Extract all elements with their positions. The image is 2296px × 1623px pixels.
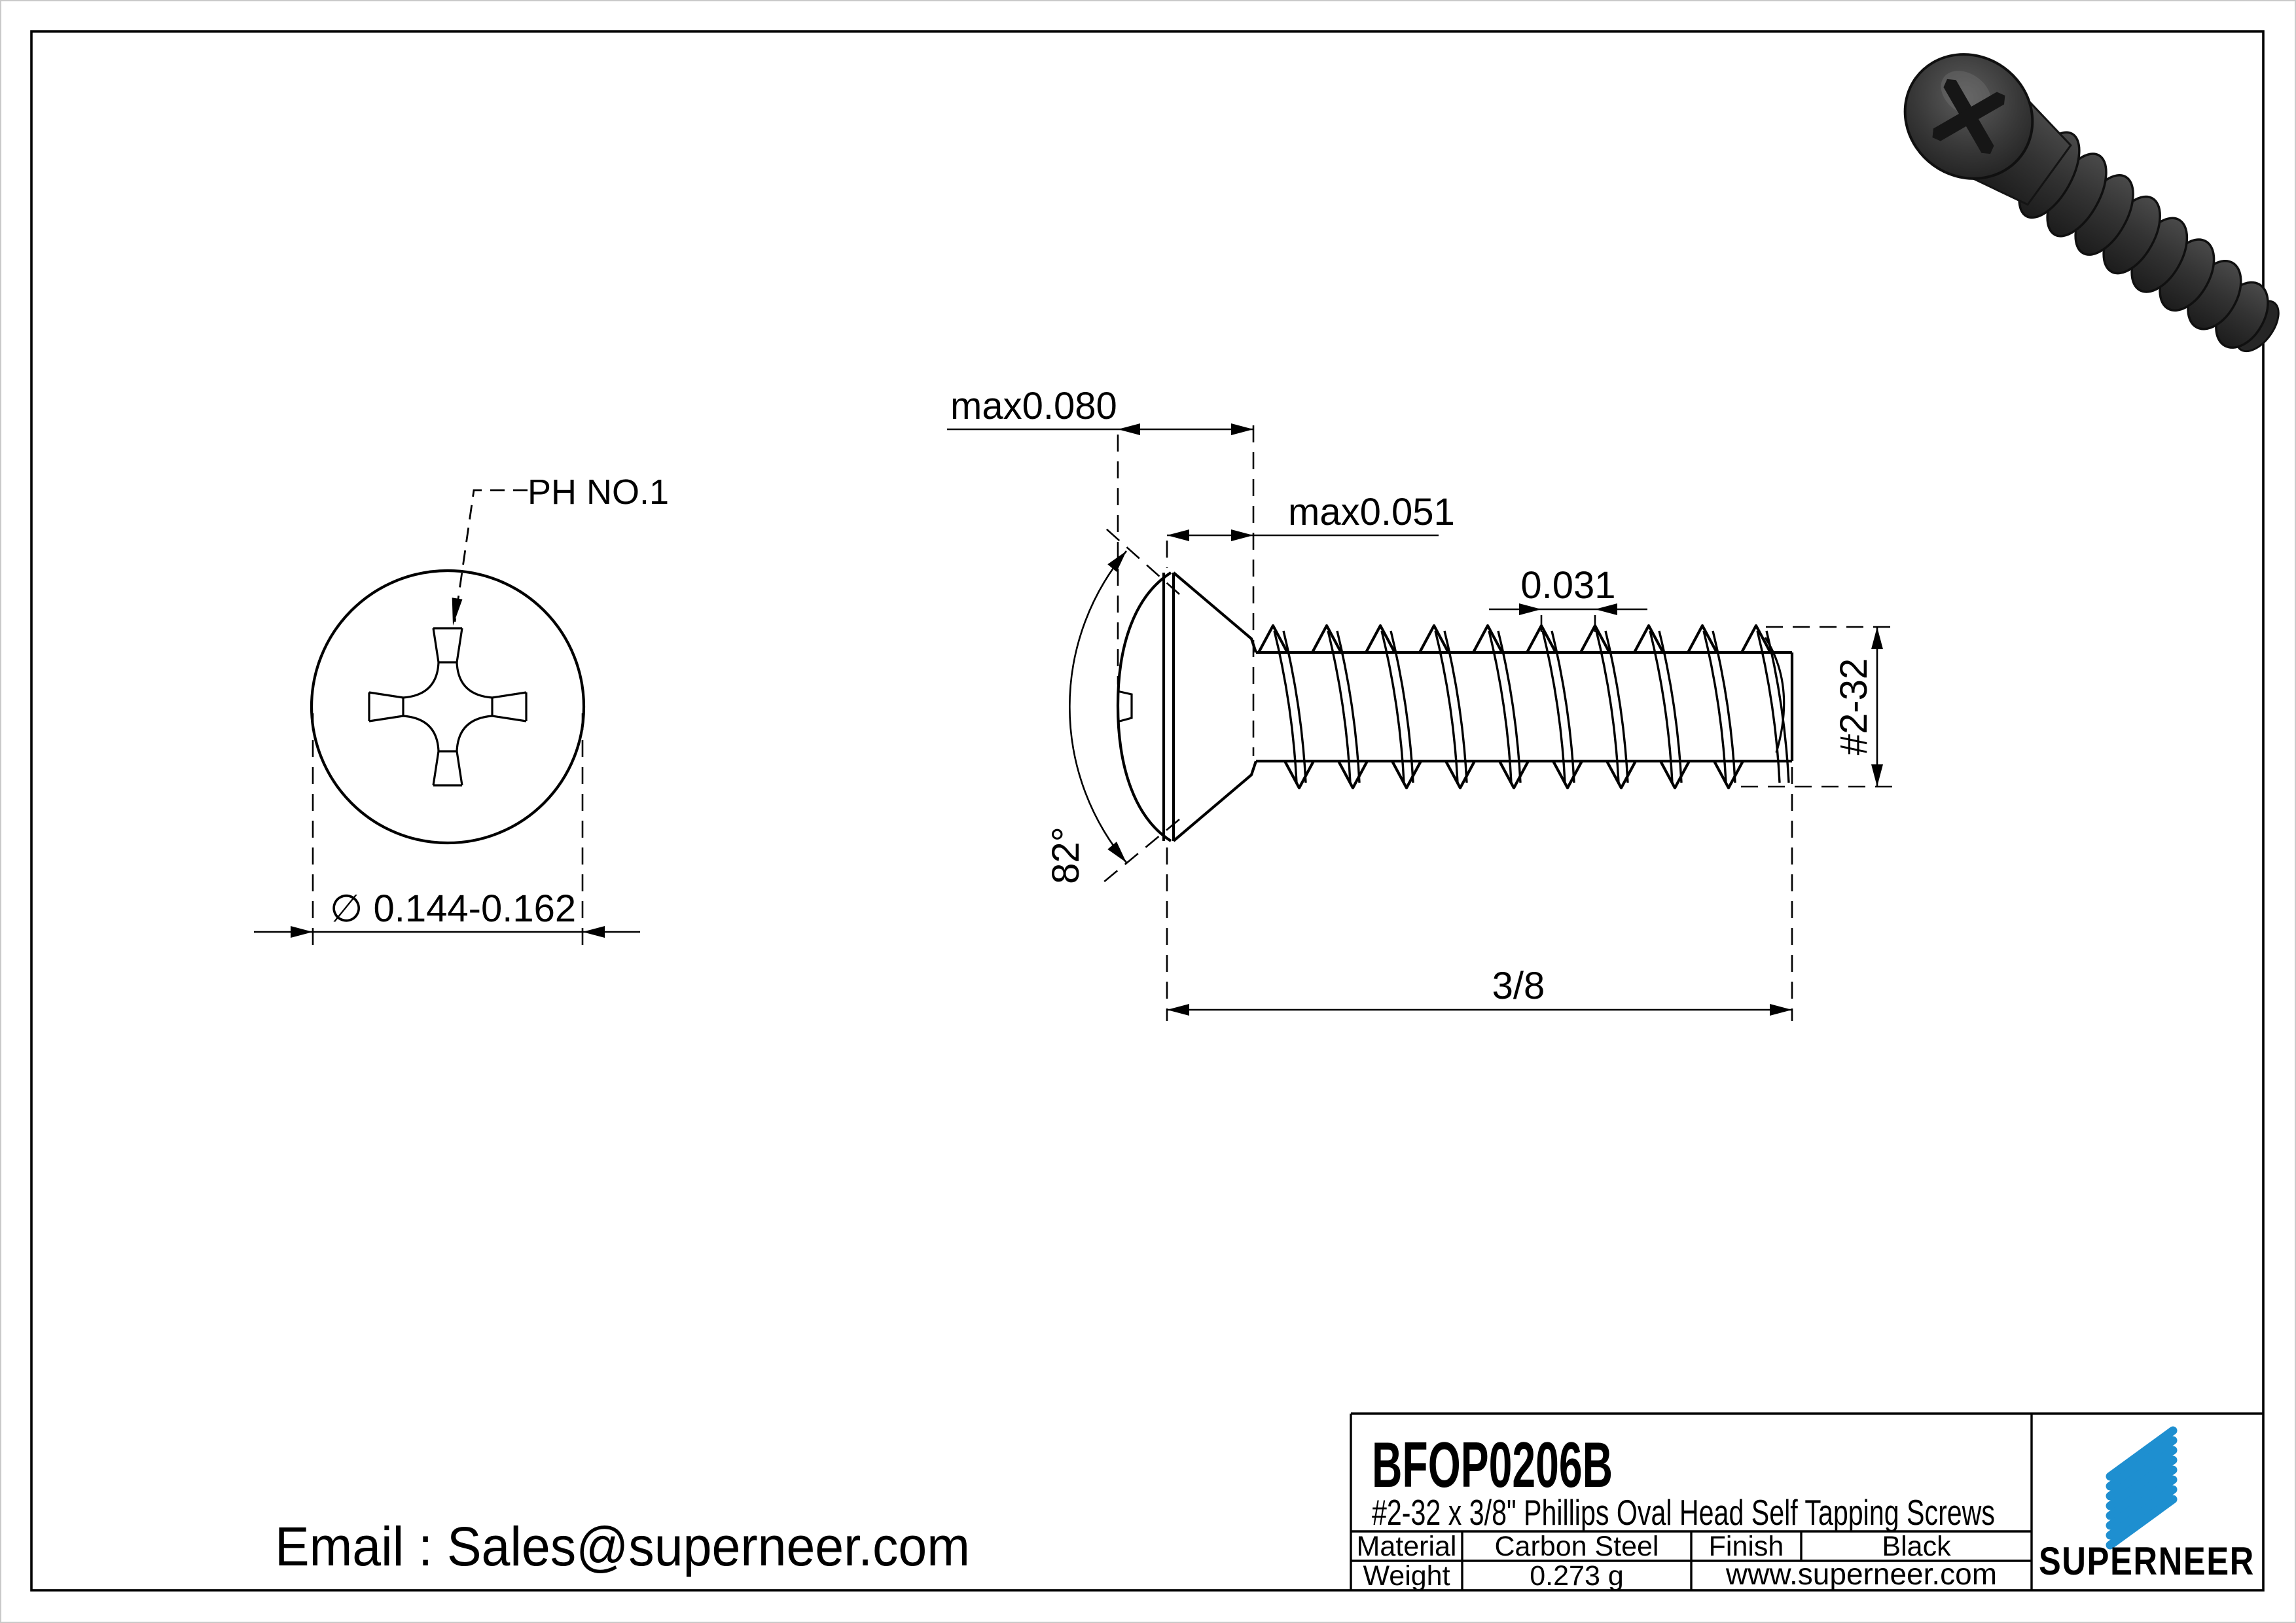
head-dome-edge [1162,573,1175,841]
finish-label: Finish [1709,1531,1784,1562]
dim-arrowhead-icon [1595,603,1617,615]
head-cone-top [1172,571,1257,653]
table-column-lines [1461,1531,1803,1590]
phillips-recess-icon [368,627,528,787]
weight-value: 0.273 g [1530,1560,1623,1592]
length-dim-text: 3/8 [1492,965,1545,1007]
recess-leader-line [454,489,528,622]
dim-arrowhead-icon [1871,627,1883,649]
thread-dim-text: #2-32 [1833,658,1875,755]
dim-arrowhead-icon [1871,764,1883,787]
angle-construction-line [1105,528,1180,595]
dim-arrowhead-icon [1118,423,1140,435]
screw-3d-image [1903,53,2280,353]
dim-arrowhead-icon [583,926,605,938]
side-view: max0.080 max0.051 0.031 82° #2-32 3 [947,385,1893,1021]
material-value: Carbon Steel [1495,1531,1659,1562]
angle-dim-arc [1069,550,1127,863]
extension-line [1540,615,1596,637]
head-angle-dim-text: 82° [1045,827,1087,884]
head-dome-arc [1116,571,1172,842]
website-link[interactable]: www.superneer.com [1725,1557,1997,1591]
drawing-frame-border [30,30,2265,1592]
recess-label: PH NO.1 [528,473,669,512]
thread-profile [1257,624,1790,790]
diameter-dim-text: ∅ 0.144-0.162 [330,887,576,930]
dim-arrowhead-icon [1231,529,1253,541]
dim-arrowhead-icon [1107,551,1126,572]
dim-arrowhead-icon [1107,842,1126,863]
screw-head-outline [310,569,586,845]
superneer-brand-name: SUPERNEER [2039,1539,2255,1583]
material-label: Material [1357,1531,1457,1562]
head-height-dim-text: max0.080 [950,385,1117,427]
contact-email: Email : Sales@superneer.com [275,1516,970,1577]
part-description: #2-32 x 3/8" Phillips Oval Head Self Tap… [1372,1492,1995,1533]
phillips-slot-icon [1932,79,2005,154]
dim-arrowhead-icon [1167,1004,1189,1016]
pitch-dim-text: 0.031 [1520,564,1615,607]
leader-arrowhead-icon [452,597,463,626]
part-number: BFOP0206B [1372,1429,1613,1501]
cone-depth-dim-text: max0.051 [1288,491,1455,533]
dim-arrowhead-icon [1231,423,1253,435]
dim-arrowhead-icon [1519,603,1541,615]
finish-value: Black [1882,1531,1951,1562]
tip-thread-cut [1764,637,1785,753]
dim-arrowhead-icon [1770,1004,1792,1016]
recess-profile-notch [1117,690,1133,723]
angle-construction-line [1103,818,1180,883]
head-cone-bottom [1172,760,1257,842]
title-block: BFOP0206B #2-32 x 3/8" Phillips Oval Hea… [1350,1412,2263,1592]
superneer-logo-stripes-icon [2106,1426,2178,1550]
dim-arrowhead-icon [291,926,313,938]
weight-label: Weight [1363,1560,1450,1592]
dim-arrowhead-icon [1167,529,1189,541]
front-view: PH NO.1 ∅ 0.144-0.162 [254,473,669,948]
